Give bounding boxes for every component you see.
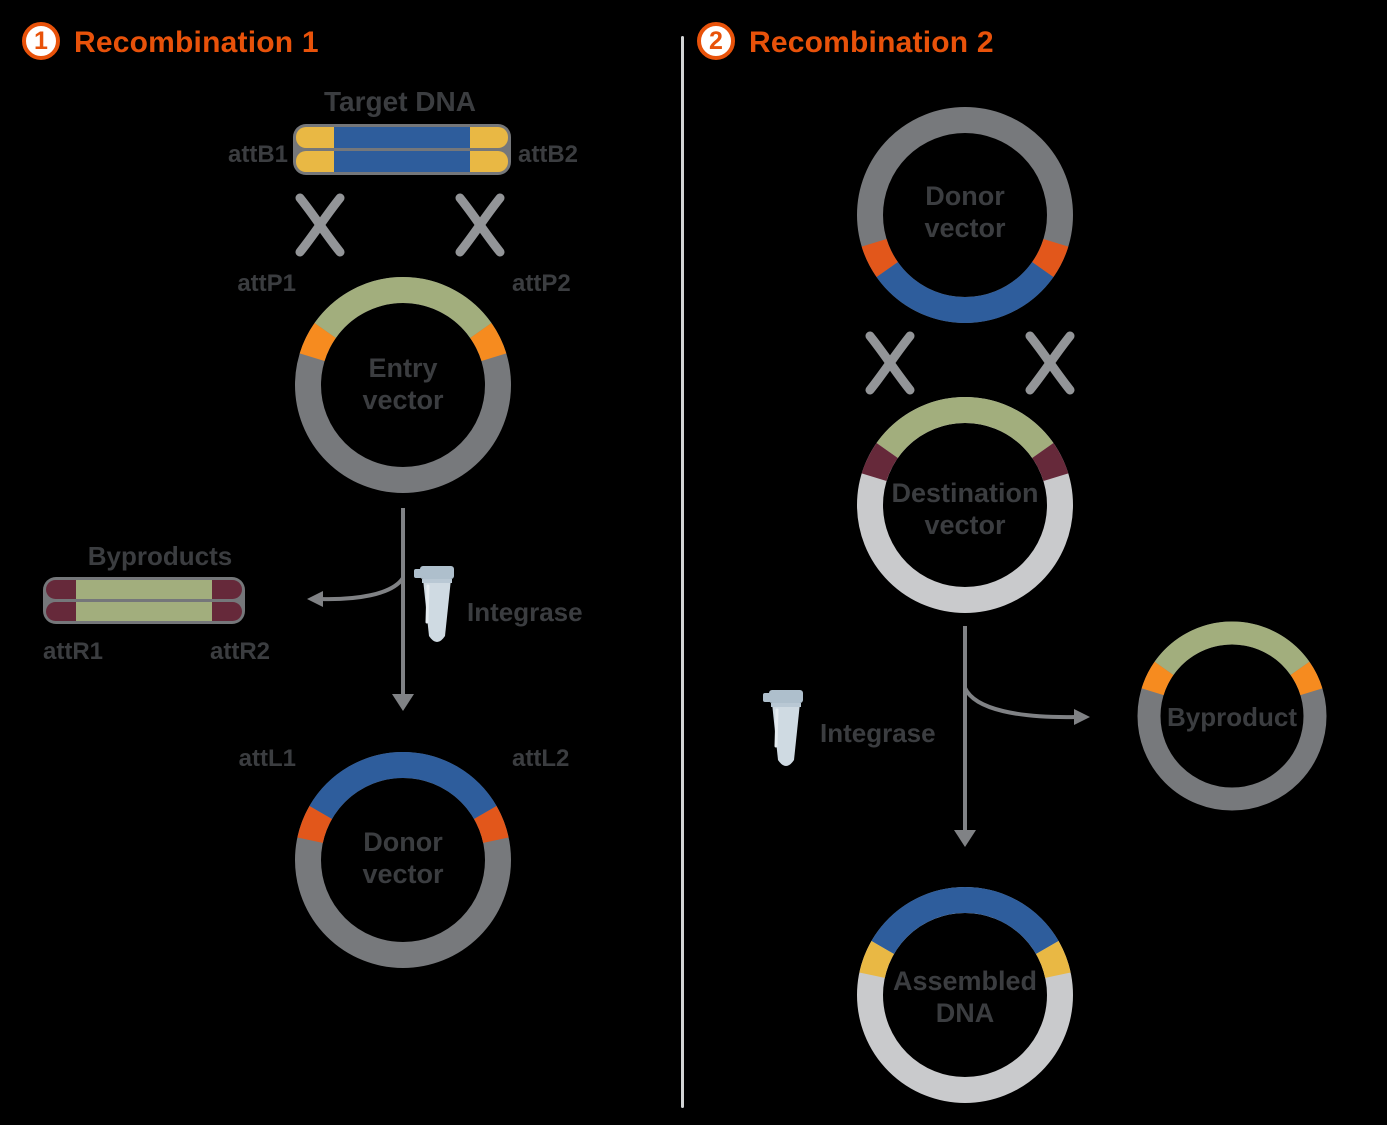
assembled-dna-name-line1: Assembled (892, 966, 1038, 996)
attR-site-segment (212, 580, 242, 599)
destination-vector-name-line2: vector (924, 510, 1006, 541)
destination-vector-name: Destination vector (845, 477, 1085, 542)
reaction-flow-arrow (954, 626, 1090, 847)
entry-vector-plasmid (295, 277, 511, 493)
entry-vector-name: Entry vector (283, 352, 523, 417)
byproduct-strand (46, 580, 242, 599)
assembled-dna-name: Assembled DNA (845, 965, 1085, 1030)
donor-vector-name-line2: vector (924, 213, 1006, 244)
reaction-flow-arrow (307, 508, 414, 711)
step-2-badge: 2 (697, 22, 735, 60)
panel1-title: Recombination 1 (74, 26, 319, 59)
entry-vector-name-line2: vector (362, 385, 444, 416)
byproduct-strand (46, 602, 242, 621)
panel-divider (681, 36, 684, 1108)
integrase-label: Integrase (467, 597, 583, 627)
byproducts-title: Byproducts (87, 541, 233, 571)
donor-vector-name-line1: Donor (925, 181, 1005, 211)
attB-site-segment (296, 127, 334, 148)
target-dna-segment (334, 127, 470, 148)
arrow-left-head (307, 591, 323, 607)
destination-vector-name-line1: Destination (891, 478, 1039, 508)
enzyme-tube-icon (763, 690, 803, 766)
donor-vector-plasmid (857, 107, 1073, 323)
attP-right-label: attP2 (512, 270, 571, 297)
attL-left-label: attL1 (238, 745, 296, 772)
stuffer-segment (76, 580, 212, 599)
byproduct-fragment (43, 577, 245, 624)
attR-left-label: attR1 (42, 638, 103, 665)
assembled-dna-plasmid (857, 887, 1073, 1103)
arrow-right-head (1074, 709, 1090, 725)
donor-vector-plasmid (295, 752, 511, 968)
entry-vector-name-line1: Entry (368, 353, 438, 383)
attR-site-segment (46, 602, 76, 621)
donor-vector-name: Donor vector (283, 826, 523, 891)
integrase-label: Integrase (820, 718, 936, 748)
target-dna-fragment (293, 124, 511, 175)
crossover-icon (865, 331, 915, 395)
enzyme-tube-icon (414, 566, 454, 642)
target-dna-label: Target DNA (324, 86, 476, 117)
attB-right-label: attB2 (518, 141, 579, 168)
donor-vector-name-line1: Donor (363, 827, 443, 857)
attB-site-segment (470, 127, 508, 148)
attR-site-segment (212, 602, 242, 621)
target-dna-strand (296, 127, 508, 148)
panel2-title: Recombination 2 (749, 26, 994, 59)
attR-right-label: attR2 (209, 638, 270, 665)
target-dna-segment (334, 151, 470, 172)
donor-vector-name-line2: vector (362, 859, 444, 890)
donor-vector-name: Donor vector (845, 180, 1085, 245)
crossover-icon (295, 193, 345, 257)
crossover-icon (455, 193, 505, 257)
stuffer-segment (76, 602, 212, 621)
attB-left-label: attB1 (227, 141, 288, 168)
assembled-dna-name-line2: DNA (935, 998, 995, 1029)
attR-site-segment (46, 580, 76, 599)
target-dna-strand (296, 151, 508, 172)
arrow-down-head (954, 830, 976, 847)
destination-vector-plasmid (857, 397, 1073, 613)
byproduct-plasmid (1137, 621, 1327, 811)
step-1-badge: 1 (22, 22, 60, 60)
byproduct-name: Byproduct (1167, 702, 1297, 732)
attL-right-label: attL2 (512, 745, 570, 772)
arrow-down-head (392, 694, 414, 711)
attB-site-segment (296, 151, 334, 172)
attB-site-segment (470, 151, 508, 172)
attP-left-label: attP1 (237, 270, 296, 297)
crossover-icon (1025, 331, 1075, 395)
